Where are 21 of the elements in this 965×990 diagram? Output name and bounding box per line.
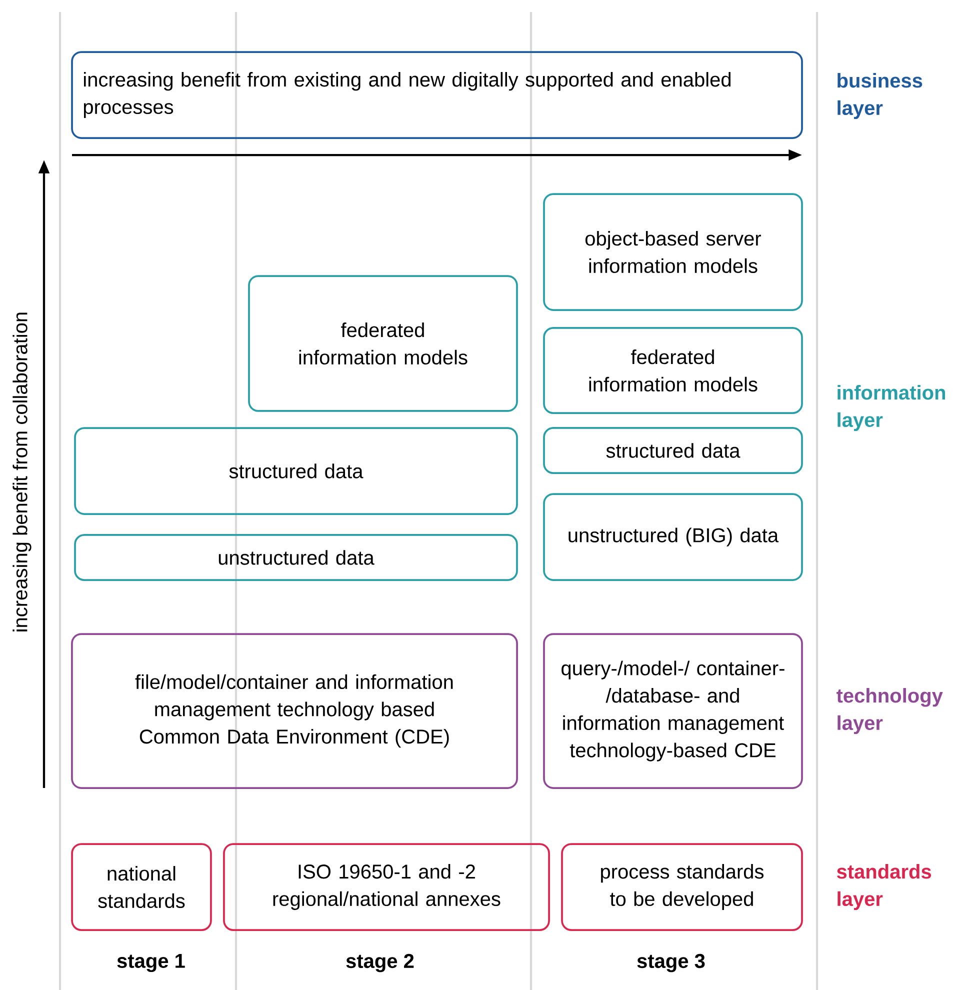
process-box: structured data (74, 427, 518, 515)
process-box: federated information models (248, 275, 518, 412)
process-box: process standards to be developed (561, 843, 803, 931)
axis-label: increasing benefit from collaboration (12, 312, 32, 632)
process-box: increasing benefit from existing and new digitally supported and enabled processes (71, 51, 803, 139)
stage-label: stage 3 (637, 954, 705, 972)
process-box: unstructured (BIG) data (543, 493, 803, 581)
process-box: ISO 19650-1 and -2 regional/national annexes (223, 843, 550, 931)
stage-label: stage 2 (346, 954, 414, 972)
process-box: object-based server information models (543, 193, 803, 311)
layer-label: business layer (838, 73, 922, 119)
stage-label: stage 1 (117, 954, 185, 972)
process-box: query-/model-/ container-/database- and information management technology-based CDE (543, 633, 803, 789)
process-box: unstructured data (74, 534, 518, 581)
process-box: federated information models (543, 327, 803, 414)
layer-label: standards layer (836, 864, 932, 910)
process-box: structured data (543, 427, 803, 474)
layer-label: information layer (838, 385, 946, 431)
process-box: national standards (71, 843, 212, 931)
process-box: file/model/container and information management technology based Common Data Environment (CDE) (71, 633, 518, 789)
layer-label: technology layer (836, 688, 943, 734)
